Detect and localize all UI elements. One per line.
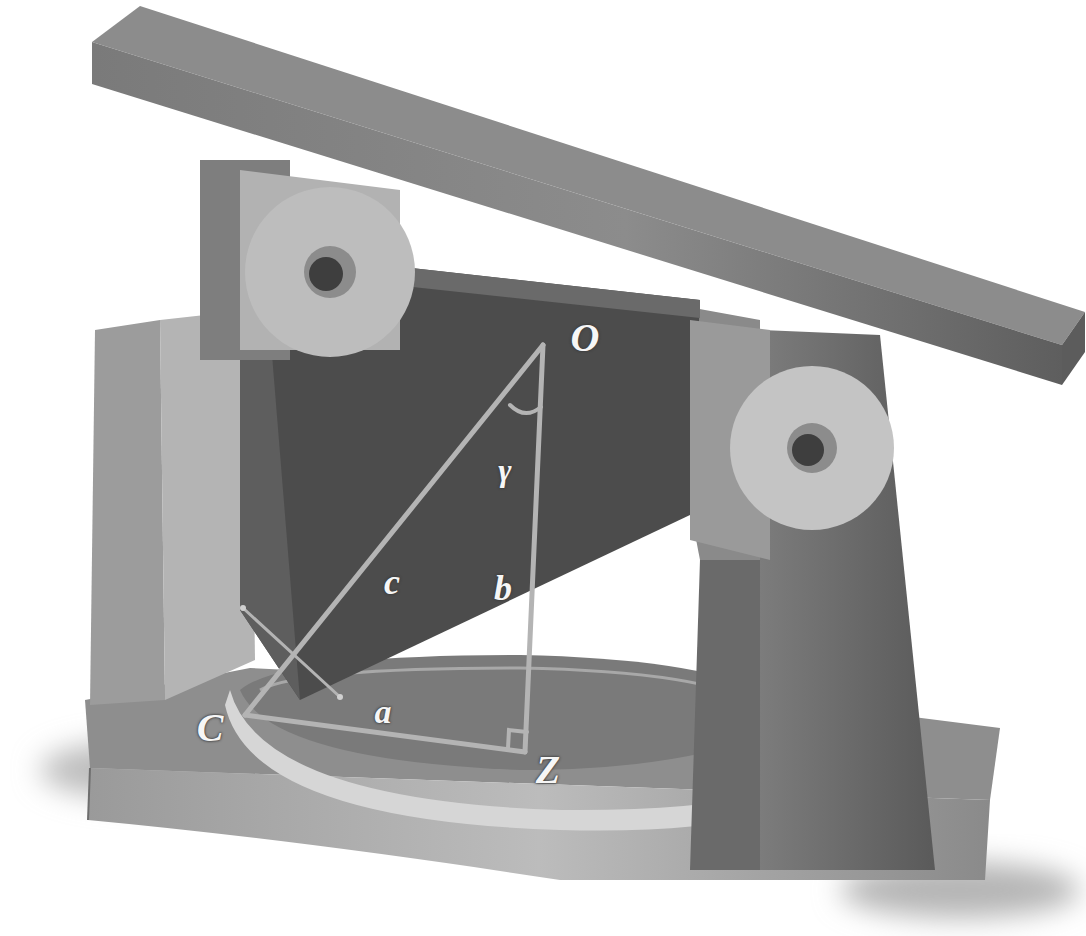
track-point bbox=[240, 605, 246, 611]
right-bearing bbox=[690, 320, 894, 560]
geometry-lines bbox=[243, 345, 543, 752]
side-label: a bbox=[375, 695, 392, 729]
point-label: O bbox=[571, 318, 600, 358]
side-label: b bbox=[494, 570, 512, 606]
side-label: c bbox=[384, 564, 400, 600]
angle-label: γ bbox=[498, 454, 511, 486]
point-label: Z bbox=[536, 750, 560, 790]
point-label: C bbox=[197, 708, 224, 748]
left-pillar bbox=[90, 310, 255, 705]
left-bearing bbox=[200, 160, 415, 360]
top-bar bbox=[92, 6, 1085, 385]
track-point bbox=[337, 694, 343, 700]
right-pillar bbox=[650, 300, 935, 870]
